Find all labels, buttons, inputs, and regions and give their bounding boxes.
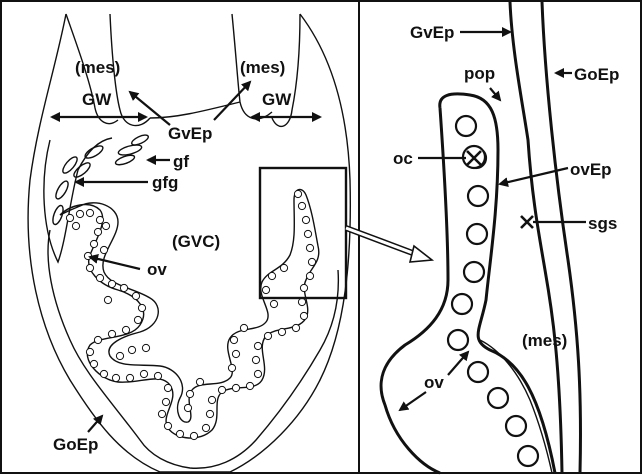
label-goep-left: GoEp xyxy=(53,435,98,454)
label-ov-right: ov xyxy=(424,373,444,392)
label-ov-left: ov xyxy=(147,260,167,279)
label-gvc: (GVC) xyxy=(172,232,220,251)
genital-fold xyxy=(114,133,149,167)
gvep-arrow-left xyxy=(130,92,170,125)
oocyte-cluster xyxy=(66,190,315,439)
label-sgs: sgs xyxy=(588,214,617,233)
label-gvep-right: GvEp xyxy=(410,23,454,42)
ov-arrow-left xyxy=(90,257,140,269)
label-mes-left: (mes) xyxy=(75,58,120,77)
label-oc: oc xyxy=(393,149,413,168)
sgs-cross-marker xyxy=(521,216,533,228)
label-gw-right: GW xyxy=(262,90,292,109)
pop-arrow xyxy=(490,88,500,100)
label-gf: gf xyxy=(173,152,189,171)
label-ovep: ovEp xyxy=(570,160,612,179)
label-mes-right: (mes) xyxy=(240,58,285,77)
label-goep-right: GoEp xyxy=(574,65,619,84)
ov-arrow-right-down xyxy=(400,392,426,410)
label-mes-right-panel: (mes) xyxy=(522,331,567,350)
label-gfg: gfg xyxy=(152,173,178,192)
label-pop: pop xyxy=(464,64,495,83)
gvep-arrow-right xyxy=(214,82,250,120)
label-gw-left: GW xyxy=(82,90,112,109)
genital-fold-gland xyxy=(44,138,112,262)
label-gvep-left: GvEp xyxy=(168,124,212,143)
ov-arrow-right-up xyxy=(448,352,468,375)
